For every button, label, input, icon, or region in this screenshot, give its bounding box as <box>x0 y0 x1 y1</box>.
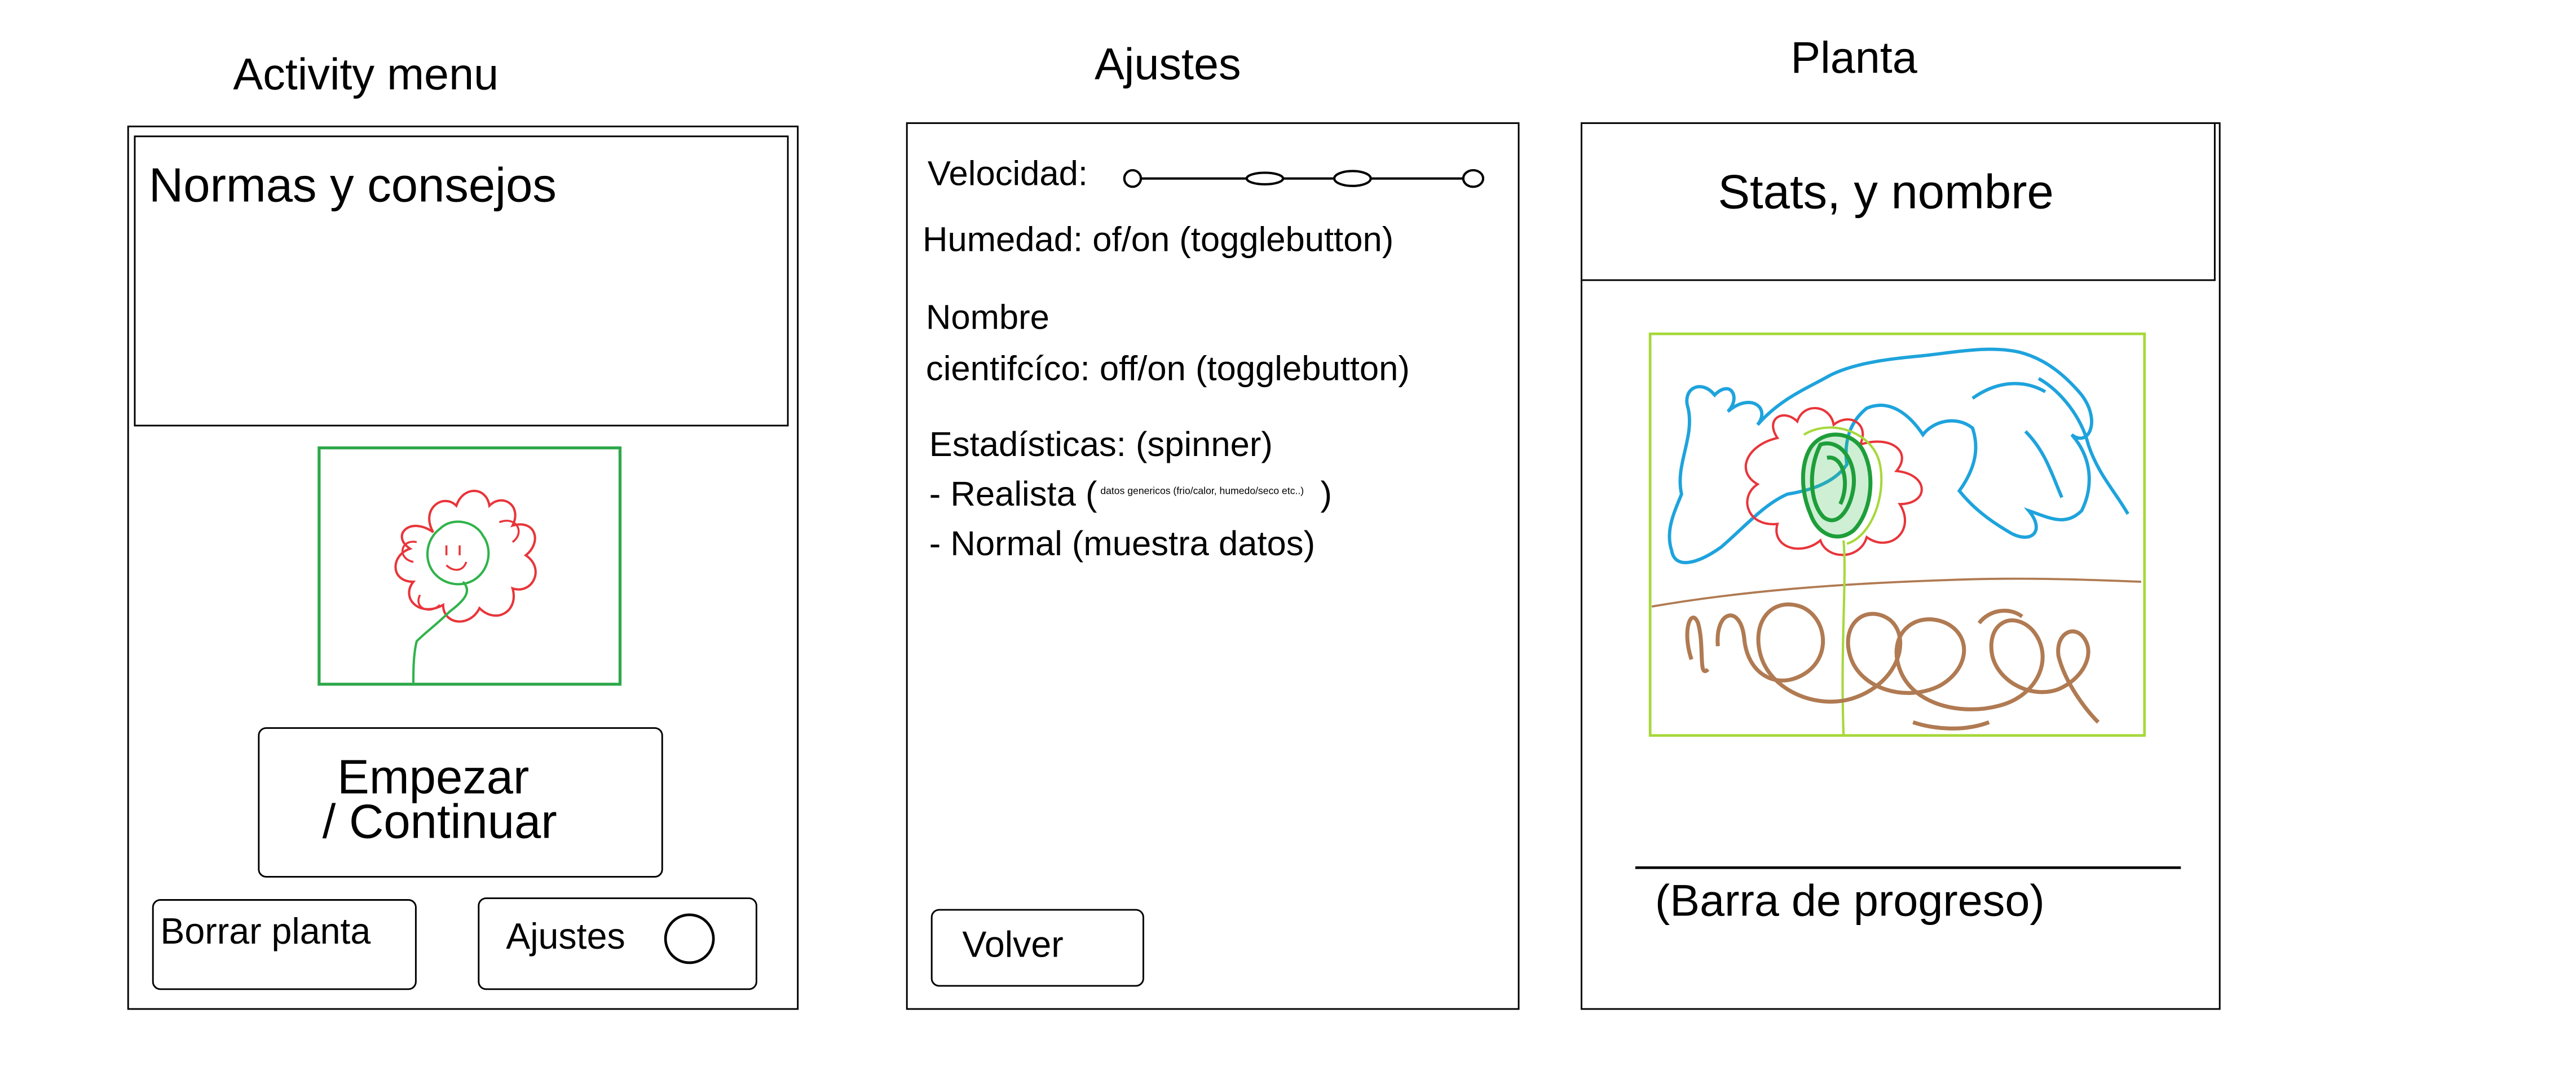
flower-drawing <box>317 446 622 686</box>
planta-screen: Stats, y nombre (Barra de progreso) <box>1580 122 2221 1010</box>
activity-menu-screen: Normas y consejos Empezar / Continuar Bo… <box>127 125 799 1010</box>
delete-plant-button[interactable]: Borrar planta <box>152 899 417 990</box>
rules-box-label: Normas y consejos <box>148 160 557 214</box>
realista-note: datos genericos (frio/calor, humedo/seco… <box>1100 487 1304 498</box>
planta-title: Planta <box>1790 33 1917 83</box>
settings-button[interactable]: Ajustes <box>478 897 757 990</box>
plant-petals <box>1744 406 1923 556</box>
slider-mid-stop <box>1333 170 1372 187</box>
plant-image-frame <box>1648 332 2146 737</box>
ground-line <box>1651 577 2142 608</box>
slider-min-stop <box>1123 169 1143 188</box>
flower-petals <box>394 489 537 623</box>
delete-plant-button-label: Borrar planta <box>160 910 371 952</box>
slider-mid-stop <box>1245 171 1285 185</box>
stats-header: Stats, y nombre <box>1582 123 2216 281</box>
start-button-line1: Empezar <box>337 752 530 805</box>
settings-circle-icon <box>664 913 715 964</box>
progress-bar <box>1635 866 2181 869</box>
humedad-toggle-label[interactable]: Humedad: of/on (togglebutton) <box>923 221 1394 260</box>
nombre-label-line1: Nombre <box>925 299 1049 338</box>
flower-image-frame <box>317 446 622 686</box>
sky-scribble <box>1668 347 2093 564</box>
ajustes-title: Ajustes <box>1094 39 1241 90</box>
sky-scribble-strokes <box>1971 377 2130 515</box>
realista-close: ) <box>1320 476 1333 514</box>
normal-option[interactable]: - Normal (muestra datos) <box>929 525 1316 564</box>
progress-bar-label: (Barra de progreso) <box>1655 875 2045 926</box>
start-continue-button[interactable]: Empezar / Continuar <box>258 727 663 878</box>
start-button-line2: / Continuar <box>322 796 557 850</box>
realista-option[interactable]: - Realista (datos genericos (frio/calor,… <box>929 476 1332 515</box>
soil-scribble <box>1685 602 2100 731</box>
ajustes-screen: Velocidad: Humedad: of/on (togglebutton)… <box>906 122 1520 1010</box>
nombre-cientifico-toggle-label[interactable]: cientifcíco: off/on (togglebutton) <box>925 350 1410 389</box>
velocidad-slider[interactable] <box>1119 165 1493 192</box>
flower-center <box>426 520 490 586</box>
realista-label: - Realista ( <box>929 476 1097 514</box>
slider-max-stop <box>1462 169 1485 188</box>
back-button-label: Volver <box>962 923 1064 966</box>
plant-drawing <box>1648 332 2146 737</box>
stats-header-label: Stats, y nombre <box>1718 167 2054 220</box>
flower-stem <box>412 581 468 684</box>
plant-center-scribble <box>1801 432 1873 539</box>
back-button[interactable]: Volver <box>930 909 1144 987</box>
flower-face <box>445 545 467 571</box>
flower-petal-strokes <box>402 520 520 611</box>
velocidad-label: Velocidad: <box>927 155 1088 194</box>
activity-menu-title: Activity menu <box>233 49 499 99</box>
settings-button-label: Ajustes <box>506 915 625 957</box>
rules-box: Normas y consejos <box>134 135 789 427</box>
estadisticas-spinner-label[interactable]: Estadísticas: (spinner) <box>929 426 1273 464</box>
